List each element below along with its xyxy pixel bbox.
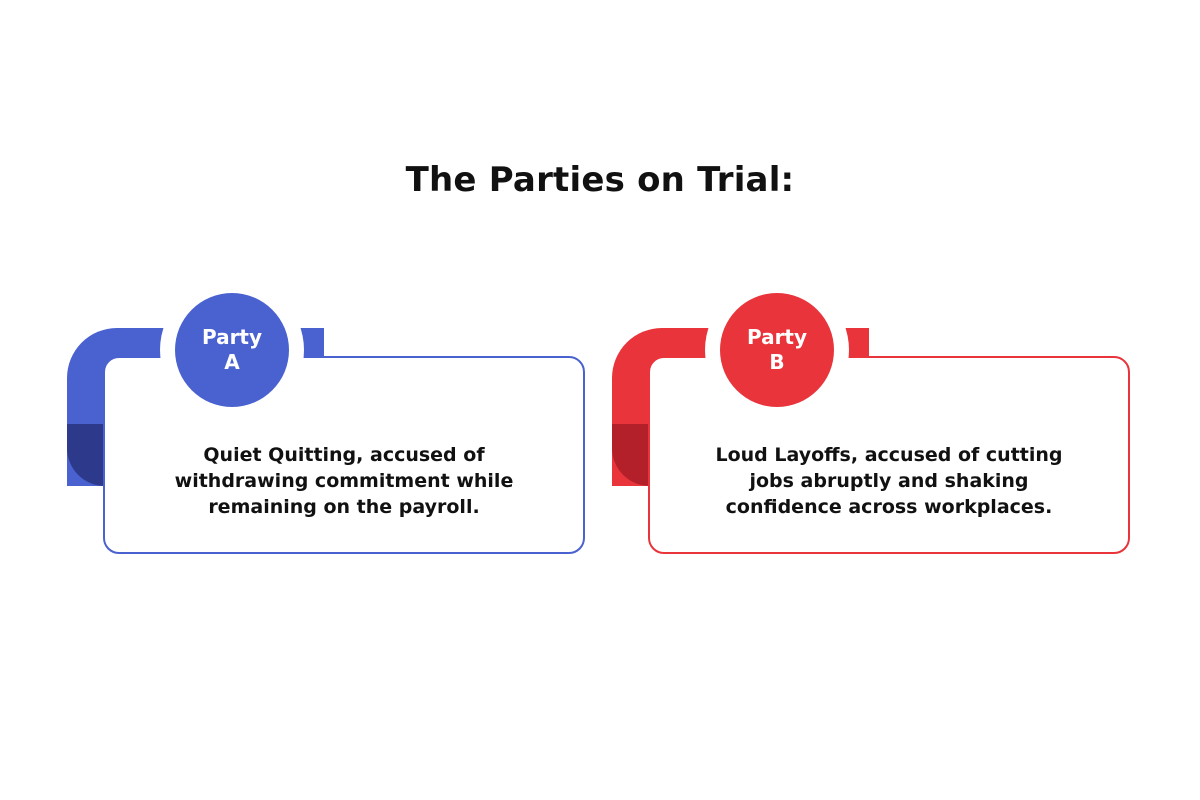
party-a-badge: Party A (175, 293, 289, 407)
party-b-card: Loud Layoffs, accused of cutting jobs ab… (605, 278, 1165, 570)
page-title: The Parties on Trial: (405, 160, 795, 200)
party-b-badge: Party B (720, 293, 834, 407)
party-b-description: Loud Layoffs, accused of cutting jobs ab… (715, 444, 1063, 518)
party-b-badge-letter: B (769, 350, 785, 374)
party-a-badge-label: Party (201, 325, 263, 349)
party-a-badge-letter: A (224, 350, 240, 374)
party-b-badge-label: Party (746, 325, 808, 349)
party-a-description: Quiet Quitting, accused of withdrawing c… (174, 444, 514, 518)
party-a-card: Quiet Quitting, accused of withdrawing c… (60, 278, 620, 570)
